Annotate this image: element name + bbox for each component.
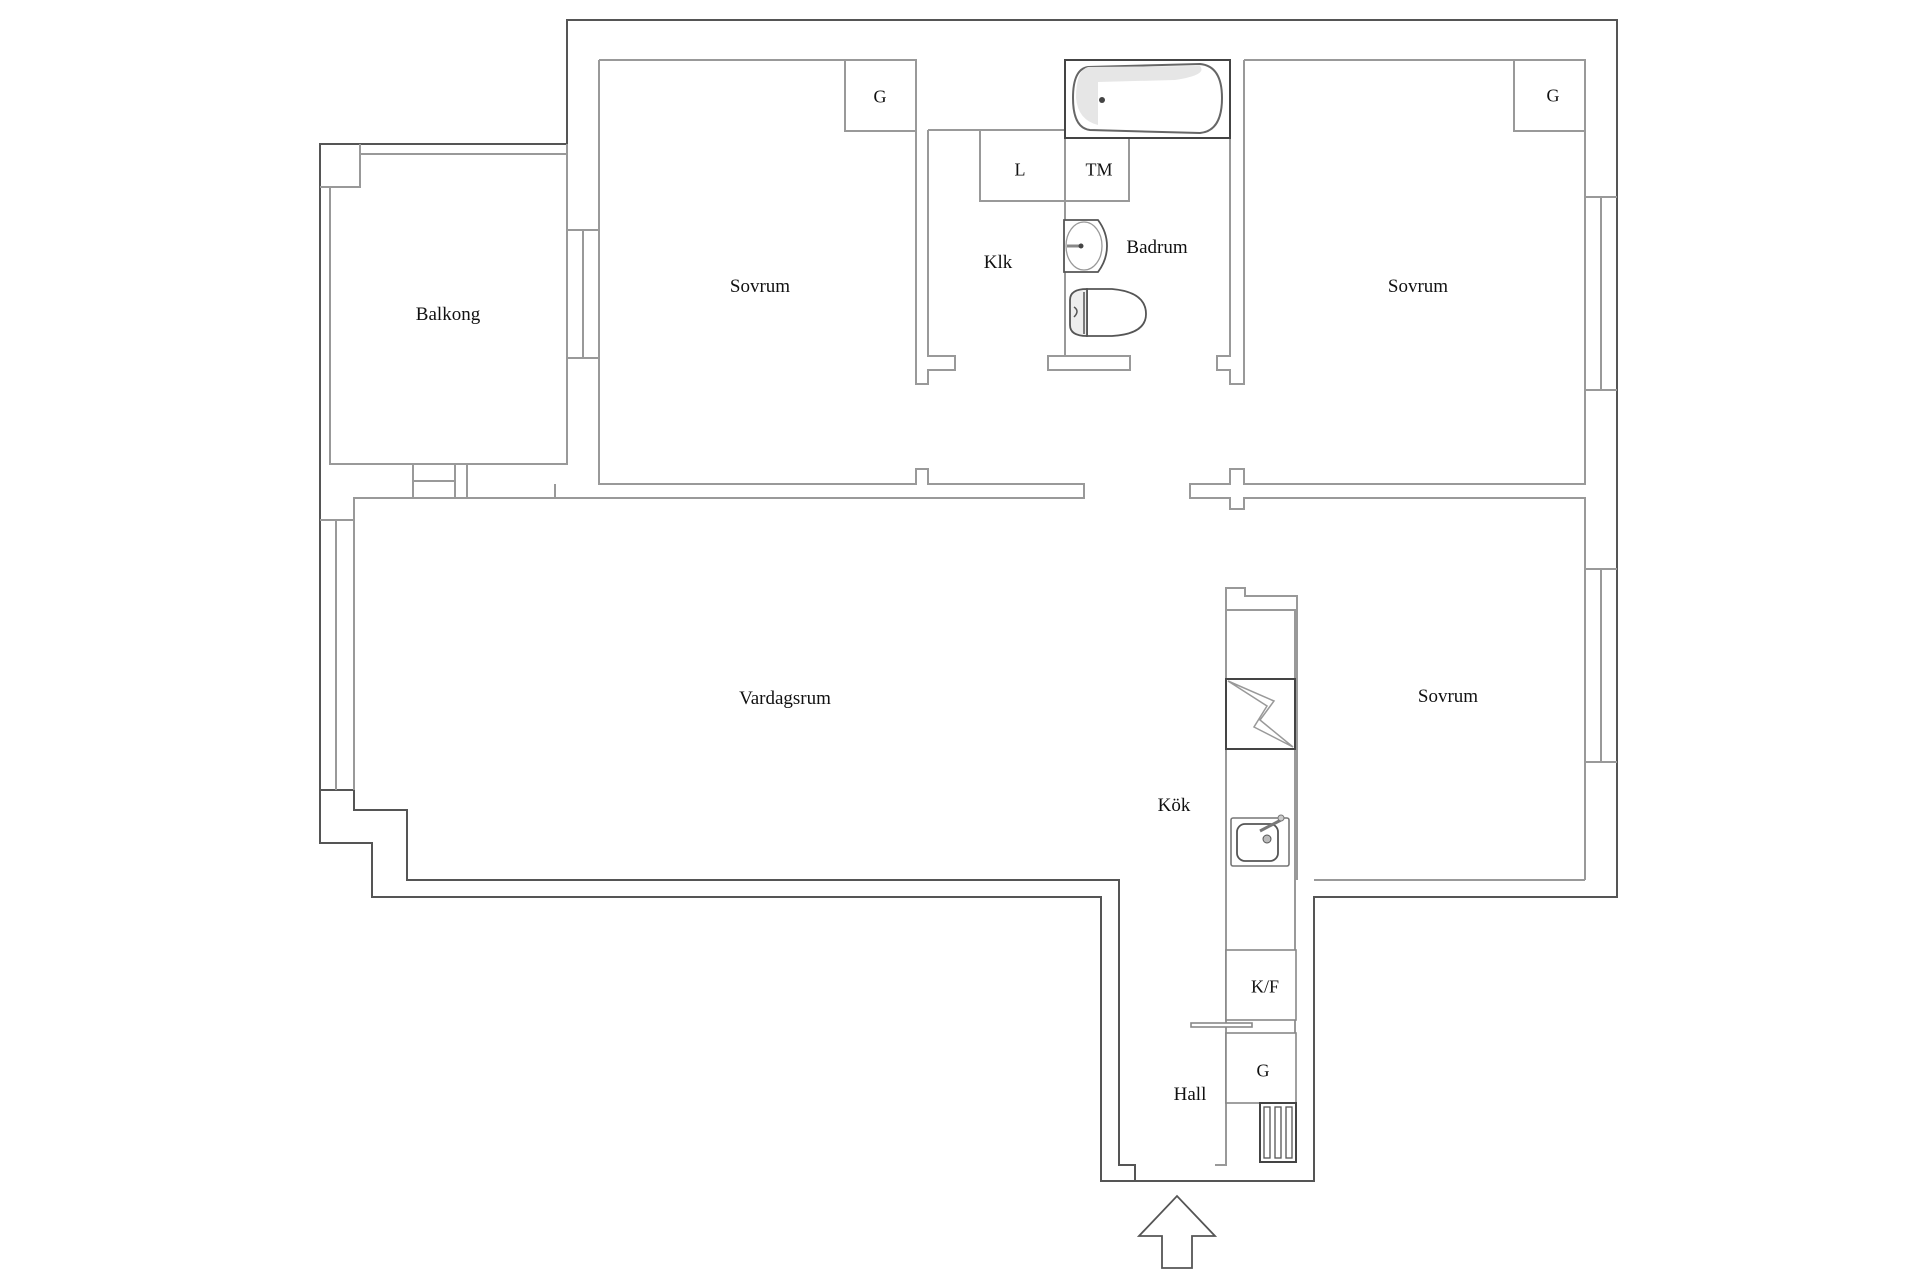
- kitchen-fixtures: [1190, 678, 1297, 1163]
- room-label-balkong: Balkong: [415, 304, 481, 325]
- fixture-label-g-hall: G: [1256, 1060, 1270, 1081]
- fixture-label-g-left: G: [873, 86, 887, 107]
- room-label-klk: Klk: [983, 252, 1013, 273]
- fixture-label-tm: TM: [1085, 159, 1113, 180]
- bathroom-fixtures: [1063, 59, 1231, 337]
- balcony-walls: [320, 144, 599, 499]
- fixture-label-l: L: [1014, 159, 1026, 180]
- stove-icon: [1225, 678, 1296, 750]
- room-label-sovrum-right-top: Sovrum: [1387, 276, 1449, 297]
- toilet-icon: [1069, 288, 1147, 337]
- room-label-hall: Hall: [1173, 1084, 1207, 1105]
- room-label-sovrum-right-bottom: Sovrum: [1417, 686, 1479, 707]
- sink-icon: [1230, 814, 1290, 867]
- right-bottom-bedroom-walls: [1215, 568, 1617, 1166]
- room-label-vardagsrum: Vardagsrum: [739, 688, 831, 709]
- living-room-window: [320, 484, 556, 790]
- room-label-badrum: Badrum: [1126, 237, 1188, 258]
- fixture-label-kf: K/F: [1250, 976, 1280, 997]
- fixture-label-g-right: G: [1546, 85, 1560, 106]
- radiator-icon: [1259, 1102, 1297, 1163]
- entrance-arrow-icon: [1136, 1194, 1218, 1269]
- room-label-kok: Kök: [1157, 795, 1191, 816]
- bathtub-icon: [1064, 59, 1231, 139]
- washbasin-icon: [1063, 219, 1108, 273]
- outer-walls: [319, 19, 1618, 1182]
- right-top-bedroom-walls: [1189, 59, 1617, 880]
- left-bedroom-walls: [555, 59, 1085, 499]
- room-label-sovrum-left: Sovrum: [729, 276, 791, 297]
